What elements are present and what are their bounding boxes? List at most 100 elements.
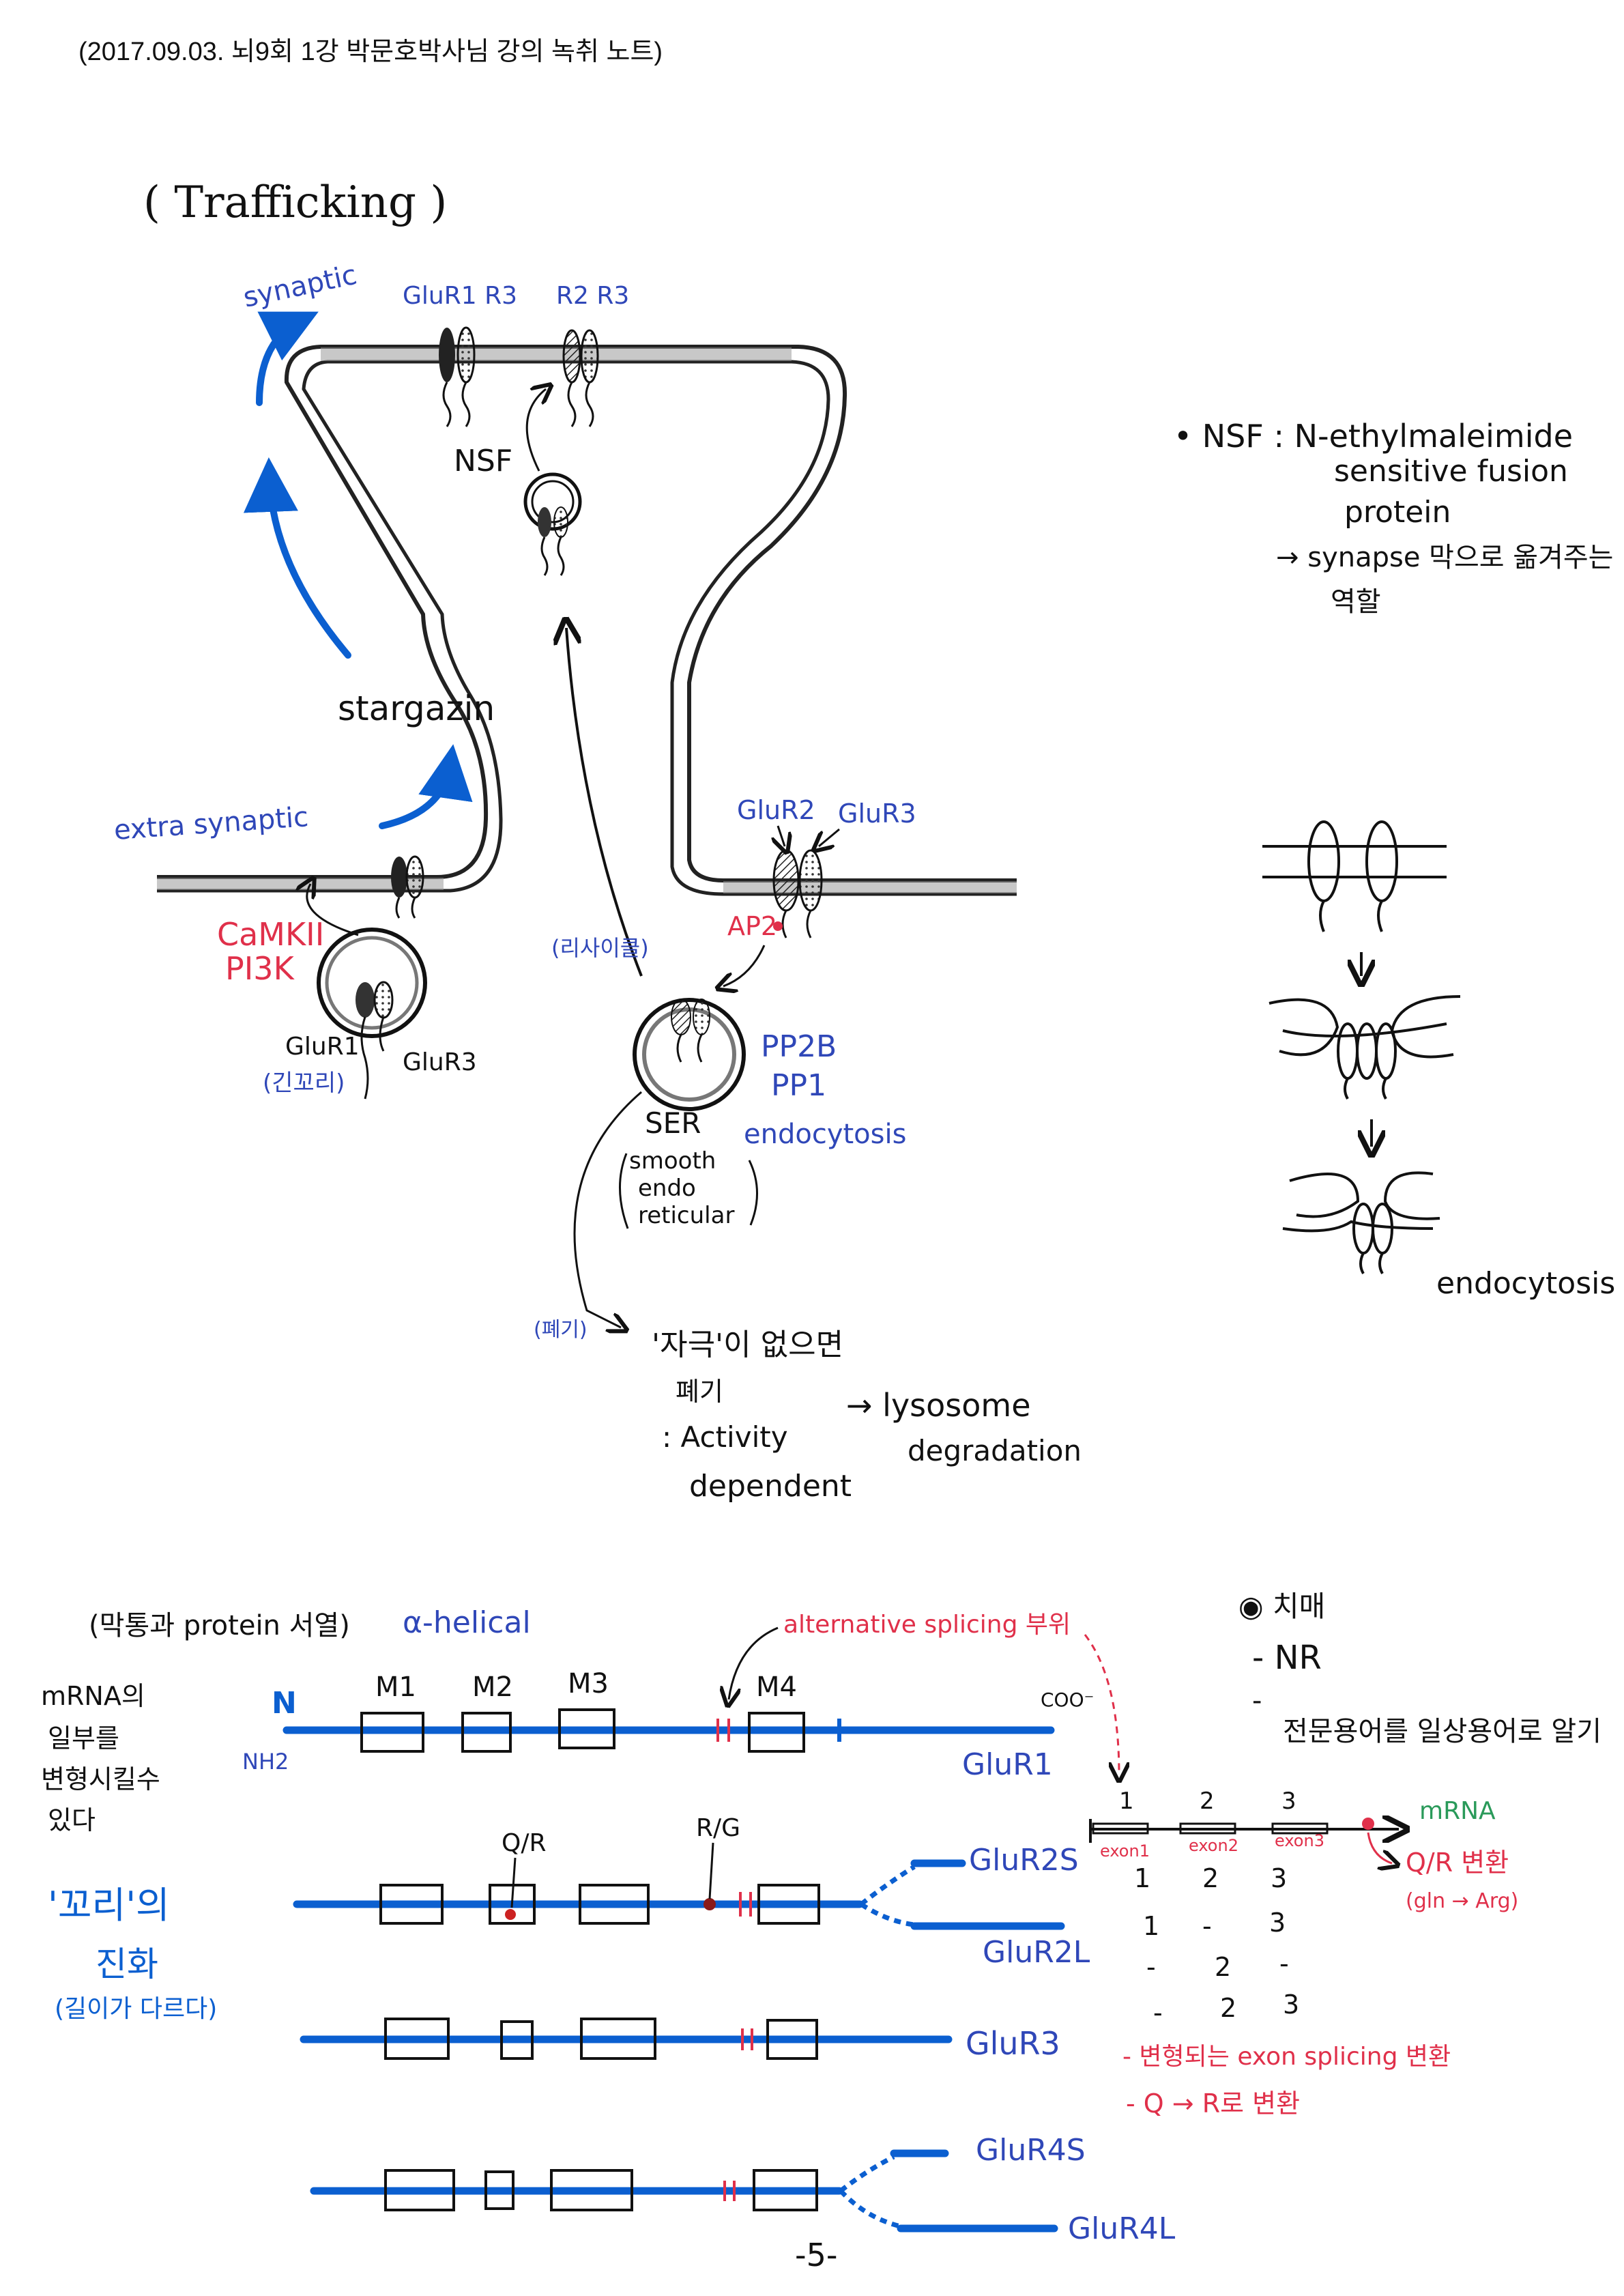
- qr-pointer: [510, 1857, 517, 1908]
- nsf-note-line4: → synapse 막으로 옮겨주는: [1276, 542, 1613, 573]
- gene-glur2s: GluR2S: [969, 1843, 1079, 1878]
- exon-num-3: 3: [1281, 1788, 1296, 1815]
- qr-label: Q/R: [502, 1829, 546, 1857]
- splice-r4-c1: -: [1153, 1998, 1163, 2028]
- exon-num-1: 1: [1119, 1788, 1134, 1815]
- m3-label: M3: [568, 1668, 609, 1699]
- label-glur1-note: (긴꼬리): [263, 1070, 345, 1097]
- nsf-note-line3: protein: [1344, 495, 1451, 530]
- nsf-note-line2: sensitive fusion: [1334, 454, 1568, 489]
- label-nsf: NSF: [454, 444, 512, 478]
- alt-splicing-label: alternative splicing 부위: [783, 1611, 1071, 1639]
- nsf-arrow: [525, 389, 546, 472]
- splice-r4-c2: 2: [1220, 1993, 1236, 2023]
- label-ser: SER: [645, 1106, 701, 1140]
- gene-glur2l: GluR2L: [983, 1935, 1090, 1970]
- label-recycle: (리사이클): [551, 935, 649, 961]
- ser-bracket-right: [748, 1160, 759, 1226]
- glur2-sequence: [293, 1859, 1065, 1930]
- ap2-dot: [773, 921, 783, 931]
- label-glur1: GluR1: [285, 1033, 360, 1061]
- exon3-label: exon3: [1275, 1831, 1324, 1850]
- endocytosis-sketch: [1262, 820, 1461, 1274]
- exon1-label: exon1: [1100, 1841, 1150, 1861]
- label-stargazin: stargazin: [338, 689, 495, 728]
- gene-glur3: GluR3: [966, 2025, 1060, 2062]
- label-glur3-right: GluR3: [838, 799, 916, 829]
- coo-label: COO⁻: [1041, 1689, 1094, 1711]
- nsf-vesicle: [523, 472, 582, 576]
- exon-num-2: 2: [1200, 1788, 1215, 1815]
- mrna-label: mRNA: [1419, 1797, 1496, 1825]
- splice-r2-c3: 3: [1269, 1908, 1286, 1938]
- nsf-note-line1: • NSF : N-ethylmaleimide: [1174, 418, 1573, 455]
- mrna-note-4: 있다: [48, 1805, 96, 1835]
- alpha-helical: α-helical: [403, 1605, 531, 1640]
- glur4-sequence: [310, 2149, 1058, 2233]
- exon-diagram: [1089, 1818, 1399, 1863]
- label-lysosome: → lysosome: [846, 1387, 1031, 1424]
- label-extra-synaptic: extra synaptic: [113, 801, 309, 846]
- m1-label: M1: [375, 1671, 416, 1703]
- side-note-2: - NR: [1252, 1639, 1322, 1677]
- ap2-arrow: [723, 945, 766, 986]
- label-discard: 폐기: [676, 1377, 723, 1407]
- splice-r2-c1: 1: [1143, 1911, 1159, 1941]
- m4-label: M4: [756, 1671, 797, 1703]
- nh2-label: NH2: [242, 1749, 289, 1775]
- label-activity: : Activity: [662, 1420, 788, 1454]
- label-glur1-r3: GluR1 R3: [403, 282, 517, 310]
- gene-glur1: GluR1: [962, 1747, 1053, 1782]
- glur3-sequence: [300, 2018, 953, 2060]
- gene-glur4s: GluR4S: [976, 2133, 1086, 2168]
- mrna-note-3: 변형시킬수: [41, 1764, 160, 1794]
- spine-membrane: [157, 345, 1017, 896]
- splice-r3-c3: -: [1279, 1949, 1289, 1979]
- label-degradation: degradation: [908, 1434, 1082, 1467]
- splice-r1-c1: 1: [1134, 1863, 1150, 1893]
- label-glur3: GluR3: [403, 1048, 477, 1076]
- rg-pointer: [708, 1842, 714, 1899]
- alt-splicing-arrow: [729, 1626, 779, 1699]
- label-ser-smooth: smooth: [629, 1147, 716, 1175]
- degrade-arrow: [573, 1091, 642, 1328]
- label-dependent: dependent: [689, 1469, 852, 1504]
- label-camkii: CaMKII: [217, 916, 324, 953]
- label-glur2-right: GluR2: [737, 795, 815, 825]
- ser-bracket-left: [618, 1153, 629, 1229]
- splice-table: 1 2 3 1 - 3 - 2 - - 2 3: [1134, 1863, 1299, 2028]
- side-note-4: 전문용어를 일상용어로 알기: [1283, 1716, 1601, 1747]
- q-to-r-note: - Q → R로 변환: [1126, 2089, 1300, 2119]
- label-endocytosis-blue: endocytosis: [744, 1119, 906, 1150]
- receptor-extra-synaptic: [391, 855, 424, 919]
- nsf-note: • NSF : N-ethylmaleimide sensitive fusio…: [1174, 418, 1613, 618]
- nsf-note-line5: 역할: [1331, 586, 1381, 618]
- blue-arrows: [243, 311, 473, 829]
- rg-label: R/G: [696, 1814, 740, 1842]
- label-pi3k: PI3K: [225, 950, 295, 987]
- mrna-note-2: 일부를: [48, 1723, 119, 1753]
- m2-label: M2: [472, 1671, 513, 1703]
- mrna-note-1: mRNA의: [41, 1681, 145, 1711]
- splice-r1-c3: 3: [1271, 1863, 1287, 1893]
- glur2-pointer: [778, 825, 785, 846]
- ser-vesicle: [633, 998, 746, 1111]
- page-number: -5-: [795, 2237, 837, 2273]
- label-r2-r3: R2 R3: [556, 282, 629, 310]
- label-pp1: PP1: [771, 1068, 826, 1103]
- label-pp2b: PP2B: [761, 1029, 837, 1064]
- splice-r3-c2: 2: [1215, 1952, 1231, 1982]
- bottom-title: (막통과 protein 서열): [89, 1610, 350, 1641]
- n-label: N: [272, 1686, 297, 1721]
- trafficking-title: ( Trafficking ): [143, 177, 447, 228]
- receptor-r2-r3: [562, 329, 599, 427]
- alt-splicing-arrow-right: [1084, 1634, 1119, 1775]
- splice-r1-c2: 2: [1202, 1863, 1219, 1893]
- side-note-1: ◉ 치매: [1238, 1590, 1325, 1623]
- label-no-stim: '자극'이 없으면: [652, 1328, 843, 1362]
- side-note-3: -: [1252, 1685, 1262, 1717]
- recycle-arrow: [566, 628, 643, 977]
- splice-r3-c1: -: [1146, 1952, 1156, 1982]
- variant-note: - 변형되는 exon splicing 변환: [1122, 2043, 1451, 2071]
